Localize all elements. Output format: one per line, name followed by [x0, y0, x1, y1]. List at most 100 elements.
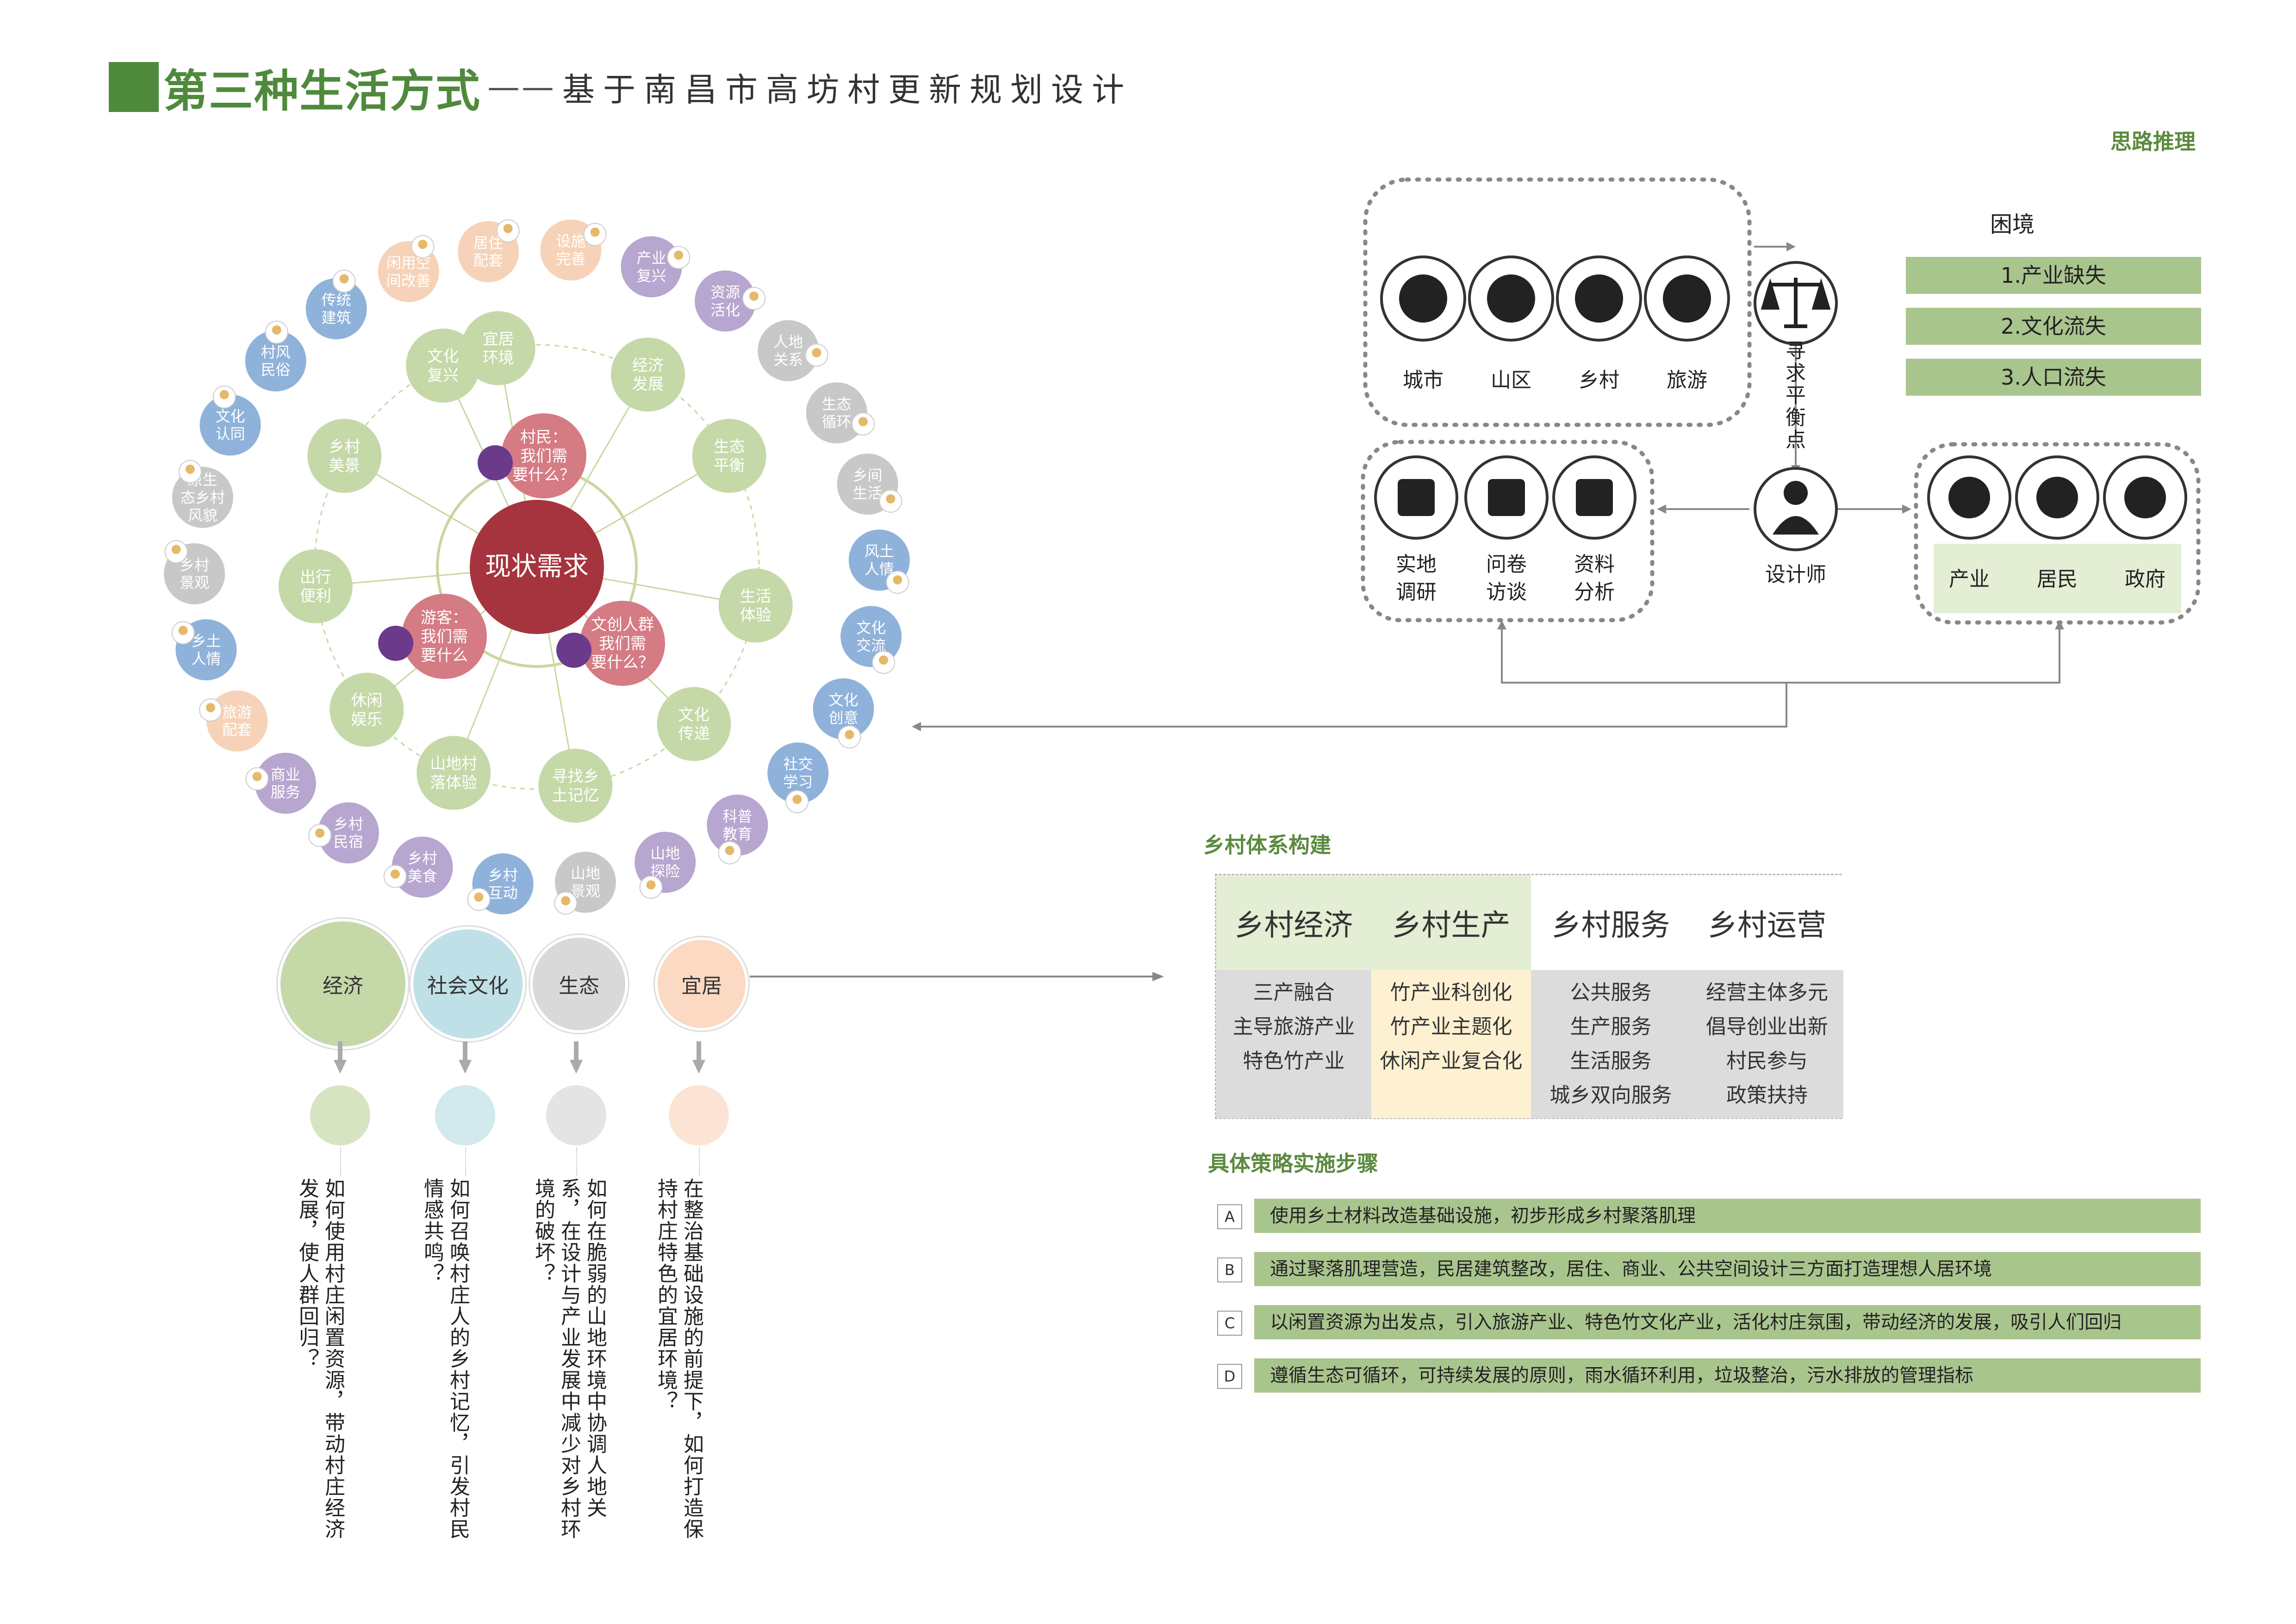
mid-bubble [538, 748, 613, 823]
need-bubble-label-line: 游客： [421, 609, 468, 627]
outer-bubble-label-line: 产业 [636, 249, 666, 267]
balance-label: 寻求平衡点 [1786, 339, 1806, 452]
outer-bubble [806, 382, 867, 444]
theme-question: 如何召唤村庄人的乡村记忆，引发村民情感共鸣？ [420, 1178, 470, 1540]
mid-bubble [307, 419, 382, 493]
weather-icon [546, 1085, 606, 1145]
outer-bubble-label: 村风民俗 [261, 343, 291, 379]
outer-bubble-label: 文化认同 [216, 407, 245, 442]
outer-bubble-label-line: 建筑 [322, 309, 351, 327]
mid-bubble [718, 568, 793, 643]
badge-head-icon [178, 626, 188, 635]
balance-scale-glyph [1761, 278, 1831, 328]
mid-bubble-label-line: 休闲 [351, 691, 382, 710]
problem-item: 2.文化流失 [1906, 308, 2201, 345]
system-item: 特色竹产业 [1243, 1049, 1345, 1073]
stakeholder-label: 产业 [1949, 567, 1990, 591]
outer-bubble-label: 乡村民宿 [334, 815, 363, 851]
outer-bubble-label: 原生态乡村风貌 [180, 471, 225, 524]
environment-label: 城市 [1403, 368, 1444, 392]
system-item: 三产融合 [1253, 981, 1335, 1004]
method-label: 实地 调研 [1396, 553, 1437, 604]
method-label: 资料 分析 [1574, 553, 1615, 604]
badge-head-icon [858, 417, 868, 427]
outer-bubble-label-line: 乡间 [853, 467, 883, 484]
trend-icon-glyph [2036, 477, 2078, 518]
need-bubble [580, 601, 665, 686]
outer-bubble-label: 传统建筑 [322, 291, 351, 326]
mid-bubble-label-line: 落体验 [430, 773, 477, 792]
badge-head-icon [219, 390, 229, 399]
people-icon [378, 626, 413, 661]
badge-head-icon [749, 291, 759, 301]
title-dash: —— [487, 68, 556, 106]
travel-icon-glyph [1663, 274, 1711, 323]
strategy-tag: C [1217, 1311, 1242, 1336]
outer-bubble [813, 678, 874, 740]
badge-head-icon [185, 464, 195, 474]
mid-bubble-label: 休闲娱乐 [351, 691, 382, 729]
mid-ring-bubbles: 宜居环境经济发展生态平衡生活体验文化传递寻找乡土记忆山地村落体验休闲娱乐出行便利… [278, 311, 793, 823]
mid-bubble [278, 549, 353, 623]
outer-bubble-label-line: 文化 [828, 691, 858, 709]
strategy-tag: B [1217, 1257, 1242, 1282]
system-item: 竹产业主题化 [1390, 1015, 1512, 1039]
outer-bubble-label-line: 互动 [488, 884, 518, 902]
environment-icons [1380, 255, 1730, 342]
center-label: 现状需求 [485, 552, 589, 582]
outer-bubble-label-line: 完善 [556, 250, 585, 268]
building-icon [669, 1085, 729, 1145]
need-bubble-label-line: 文创人群 [591, 616, 654, 634]
system-column-head: 乡村服务 [1531, 875, 1691, 970]
system-item: 生产服务 [1570, 1015, 1652, 1039]
outer-bubble-label-line: 复兴 [636, 267, 666, 285]
badge-head-icon [339, 274, 349, 284]
outer-bubble-label: 生态循环 [822, 395, 852, 430]
strategy-step: 使用乡土材料改造基础设施，初步形成乡村聚落肌理 [1254, 1199, 2201, 1233]
theme-circle: 社会文化 [411, 927, 525, 1041]
environment-label: 旅游 [1667, 368, 1707, 392]
badge-head-icon [390, 869, 400, 879]
outer-bubble-label-line: 山地 [650, 845, 680, 862]
system-column-head: 乡村运营 [1691, 875, 1843, 970]
outer-bubble-label-line: 文化 [216, 407, 245, 425]
theme-dotted-line [699, 1148, 700, 1176]
badge-head-icon [886, 494, 896, 504]
outer-bubble-label: 人地关系 [773, 333, 803, 368]
system-item: 政策扶持 [1726, 1083, 1808, 1107]
system-item: 经营主体多元 [1706, 981, 1828, 1004]
mid-bubble-label-line: 便利 [300, 587, 331, 605]
themes-to-system-arrow [750, 972, 1164, 981]
mid-bubble-label-line: 体验 [740, 606, 772, 625]
outer-bubble [621, 236, 682, 298]
outer-bubble-label: 科普教育 [722, 808, 752, 843]
outer-bubble [317, 802, 379, 864]
need-bubble-label-line: 要什么 [421, 647, 468, 665]
badge-head-icon [845, 730, 854, 740]
outer-bubble [206, 690, 268, 752]
outer-bubble-label-line: 传统 [322, 291, 351, 309]
designer-label: 设计师 [1765, 563, 1826, 586]
mid-bubble-label-line: 生活 [740, 587, 772, 606]
person-icon-glyph [2124, 477, 2166, 518]
designer-glyph [1773, 481, 1819, 535]
problem-item: 1.产业缺失 [1906, 257, 2201, 294]
mid-bubble-label: 乡村美景 [329, 438, 360, 475]
badge-head-icon [252, 772, 262, 781]
thinking-flow-diagram [912, 177, 2201, 731]
outer-bubble-label-line: 风貌 [188, 506, 218, 524]
system-table: 乡村经济三产融合主导旅游产业特色竹产业乡村生产竹产业科创化竹产业主题化休闲产业复… [1215, 874, 1843, 1119]
mid-bubble [657, 687, 731, 761]
system-item: 休闲产业复合化 [1380, 1049, 1523, 1073]
outer-bubble-label: 社交学习 [783, 755, 813, 790]
mid-bubble-label-line: 环境 [483, 349, 514, 367]
outer-bubble [199, 394, 261, 456]
outer-bubble-label: 乡间生活 [853, 467, 883, 502]
method-icons [1374, 455, 1636, 540]
need-bubble-label: 文创人群我们需要什么？ [591, 616, 654, 672]
strategy-tag: A [1217, 1204, 1242, 1229]
stakeholder-icons [1927, 455, 2187, 540]
mid-bubble-label-line: 文化 [427, 347, 459, 366]
outer-bubble-label-line: 生活 [853, 484, 883, 502]
